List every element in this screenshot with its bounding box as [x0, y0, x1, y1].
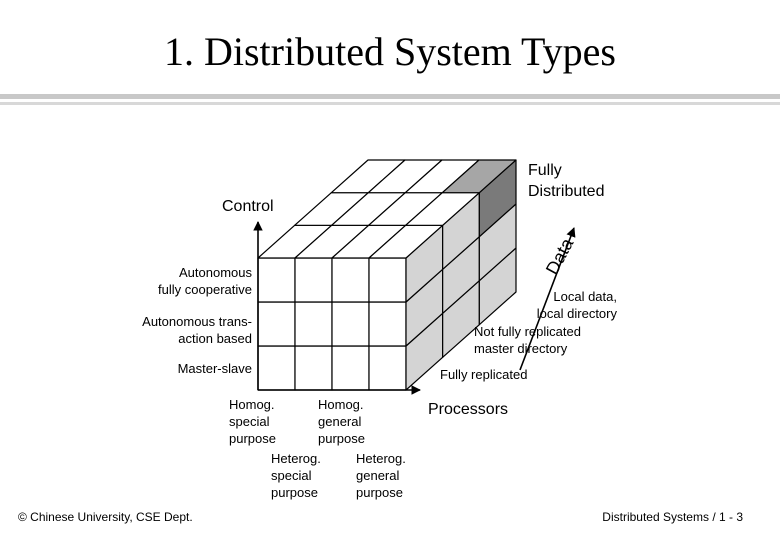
control-level-transaction: Autonomous trans- action based — [142, 314, 252, 346]
fully-distributed-label: Fully Distributed — [528, 162, 605, 200]
front-cell — [368, 345, 407, 391]
title-divider — [0, 94, 780, 99]
front-cell — [331, 257, 370, 303]
front-cell — [368, 257, 407, 303]
data-axis-label: Data — [542, 234, 578, 278]
front-cell — [368, 301, 407, 347]
control-level-cooperative: Autonomous fully cooperative — [158, 265, 252, 297]
front-cell — [257, 345, 296, 391]
front-cell — [294, 257, 333, 303]
front-cell — [331, 301, 370, 347]
processor-level-homog-general: Homog. general purpose — [318, 397, 365, 446]
front-cell — [257, 301, 296, 347]
slide-title: 1. Distributed System Types — [163, 29, 616, 74]
title-divider-shadow — [0, 102, 780, 105]
front-cell — [294, 345, 333, 391]
processor-level-heterog-special: Heterog. special purpose — [271, 451, 321, 500]
control-axis-label: Control — [222, 198, 274, 215]
footer-copyright: © Chinese University, CSE Dept. — [18, 510, 193, 524]
control-level-master-slave: Master-slave — [177, 361, 252, 376]
processors-axis-label: Processors — [428, 401, 509, 418]
data-level-not-replicated: Not fully replicated master directory — [474, 324, 581, 356]
processor-level-homog-special: Homog. special purpose — [229, 397, 276, 446]
front-cell — [331, 345, 370, 391]
front-cell — [257, 257, 296, 303]
front-cell — [294, 301, 333, 347]
data-level-replicated: Fully replicated — [440, 367, 528, 382]
processor-level-heterog-general: Heterog. general purpose — [356, 451, 406, 500]
data-axis — [519, 227, 576, 371]
footer-page-number: Distributed Systems / 1 - 3 — [602, 510, 743, 524]
data-level-local: Local data, local directory — [536, 289, 617, 321]
fully-distributed-cell-top — [441, 159, 517, 194]
